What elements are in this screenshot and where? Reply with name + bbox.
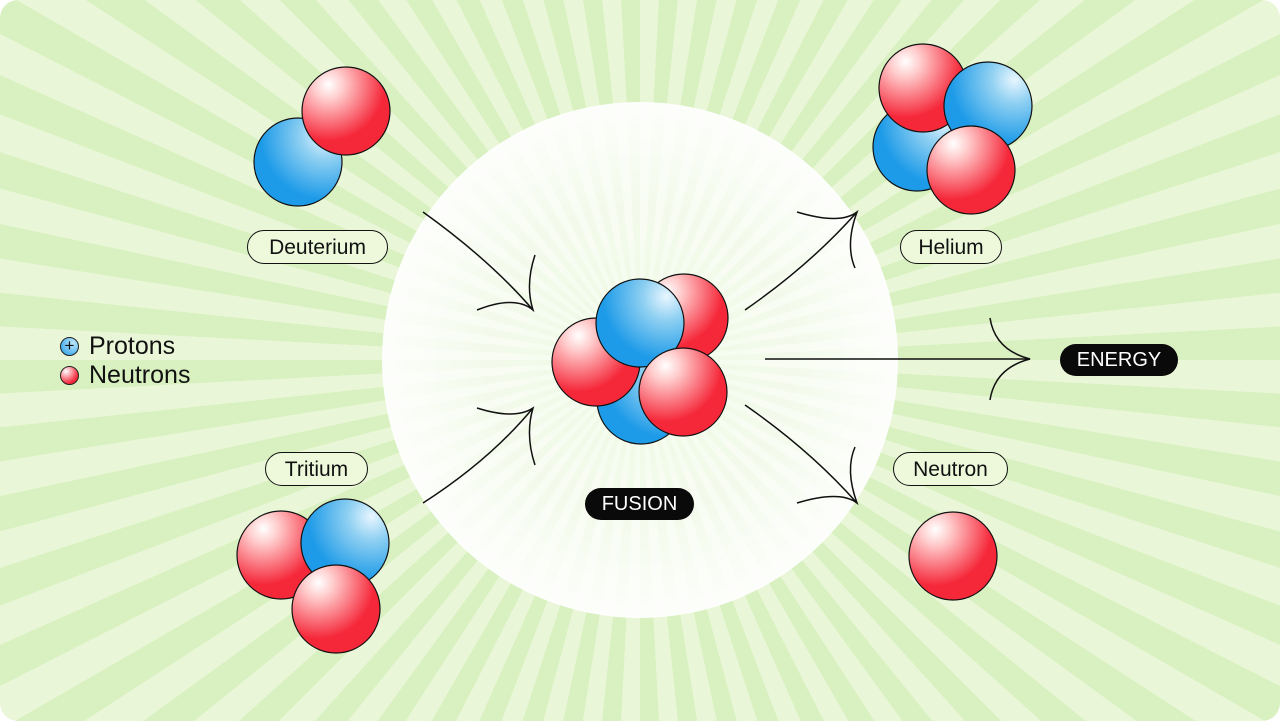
arrow-tritium-in (422, 406, 536, 504)
legend-neutrons-text: Neutrons (89, 361, 191, 389)
fusion-label: FUSION (585, 488, 694, 520)
tritium-atom (236, 498, 390, 654)
legend-protons-text: Protons (89, 332, 176, 360)
deuterium-label: Deuterium (247, 230, 388, 264)
arrow-deuterium-in (422, 211, 536, 313)
neutron-label: Neutron (893, 452, 1008, 486)
energy-label: ENERGY (1060, 344, 1178, 376)
legend-neutrons: Neutrons (60, 361, 190, 390)
fused-nucleus (551, 273, 729, 445)
arrow-helium-out (744, 209, 859, 311)
legend: + Protons Neutrons (60, 332, 190, 390)
neutron (638, 347, 728, 437)
legend-protons: + Protons (60, 332, 190, 361)
helium-atom (872, 43, 1033, 215)
neutron (301, 66, 391, 156)
arrow-energy-out (765, 317, 1031, 401)
tritium-label: Tritium (265, 452, 368, 486)
arrow-neutron-out (744, 404, 859, 506)
neutron-particle (908, 511, 998, 601)
neutron (926, 125, 1016, 215)
proton-plus-icon: + (60, 336, 79, 356)
neutron (291, 564, 381, 654)
neutron-dot-icon (60, 366, 79, 385)
helium-label: Helium (900, 230, 1002, 264)
proton (595, 278, 685, 368)
deuterium-atom (253, 66, 391, 207)
